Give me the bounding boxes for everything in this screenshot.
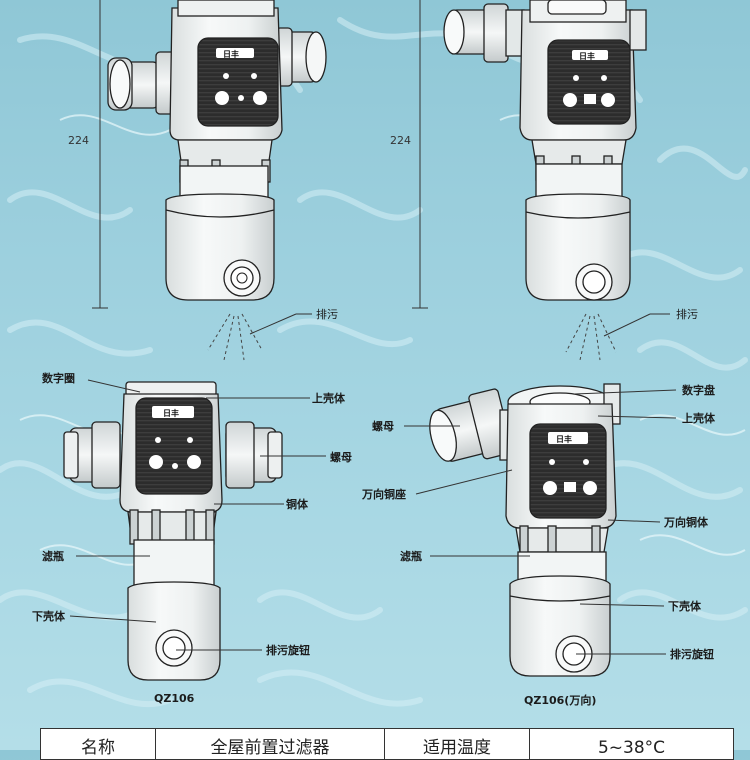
label-upper-shell-right: 上壳体 — [682, 412, 715, 425]
label-filter-bottle-right: 滤瓶 — [400, 550, 422, 563]
spec-table: 名称 全屋前置过滤器 适用温度 5~38°C — [40, 728, 734, 760]
top-left-filter — [92, 0, 327, 361]
brand-logo: 日丰 — [556, 435, 572, 444]
label-drain-knob-left: 排污旋钮 — [266, 644, 310, 657]
brand-logo: 日丰 — [163, 409, 179, 418]
label-filter-bottle-left: 滤瓶 — [42, 550, 64, 563]
label-nut-left: 螺母 — [330, 451, 352, 464]
drain-label-right: 排污 — [676, 308, 698, 321]
label-digital-disk: 数字盘 — [682, 384, 715, 397]
spec-name-value: 全屋前置过滤器 — [156, 729, 385, 759]
label-swivel-seat: 万向铜座 — [362, 488, 406, 501]
bottom-left-filter — [63, 379, 326, 681]
caption-qz106-swivel: QZ106(万向) — [524, 694, 597, 707]
spec-temp-value: 5~38°C — [597, 738, 666, 758]
bottom-right-filter — [404, 383, 677, 677]
label-drain-knob-right: 排污旋钮 — [670, 648, 714, 661]
brand-logo: 日丰 — [223, 50, 239, 59]
spec-temp-header: 适用温度 — [385, 729, 530, 759]
height-dimension-left: 224 — [68, 134, 89, 147]
height-dimension-right: 224 — [390, 134, 411, 147]
label-digital-ring: 数字圈 — [42, 372, 75, 385]
label-lower-shell-left: 下壳体 — [32, 610, 65, 623]
drain-label-left: 排污 — [316, 308, 338, 321]
label-copper-body: 铜体 — [286, 498, 308, 511]
label-upper-shell-left: 上壳体 — [312, 392, 345, 405]
label-nut-right: 螺母 — [372, 420, 394, 433]
top-right-filter — [412, 0, 670, 361]
brand-logo: 日丰 — [579, 52, 595, 61]
label-swivel-body: 万向铜体 — [664, 516, 708, 529]
label-lower-shell-right: 下壳体 — [668, 600, 701, 613]
caption-qz106: QZ106 — [154, 692, 195, 705]
spec-name-header: 名称 — [41, 729, 156, 759]
